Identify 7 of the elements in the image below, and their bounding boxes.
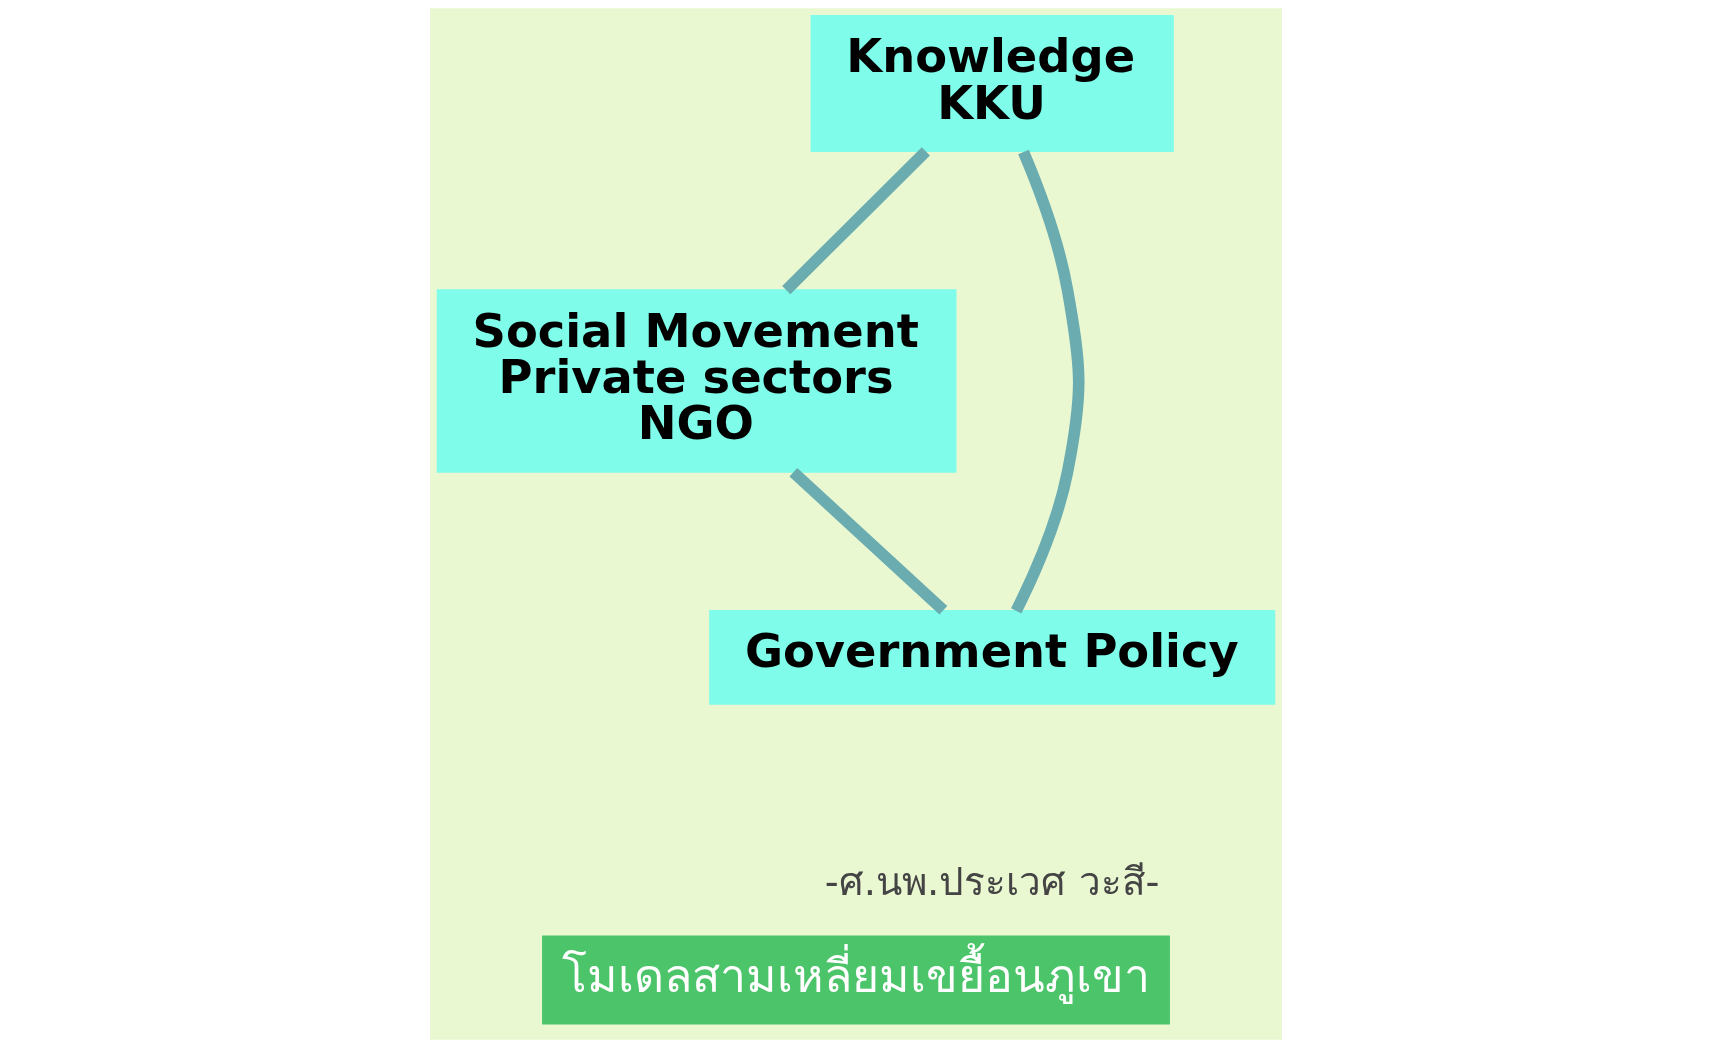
connector — [1010, 149, 1084, 614]
node-box: Government Policy — [708, 609, 1275, 705]
connector — [781, 147, 930, 295]
node-box: Social Movement Private sectors NGO — [436, 289, 956, 473]
node-box: Knowledge KKU — [810, 14, 1174, 153]
connector — [788, 467, 947, 615]
label: -ศ.นพ.ประเวศ วะสี- — [824, 858, 1160, 904]
